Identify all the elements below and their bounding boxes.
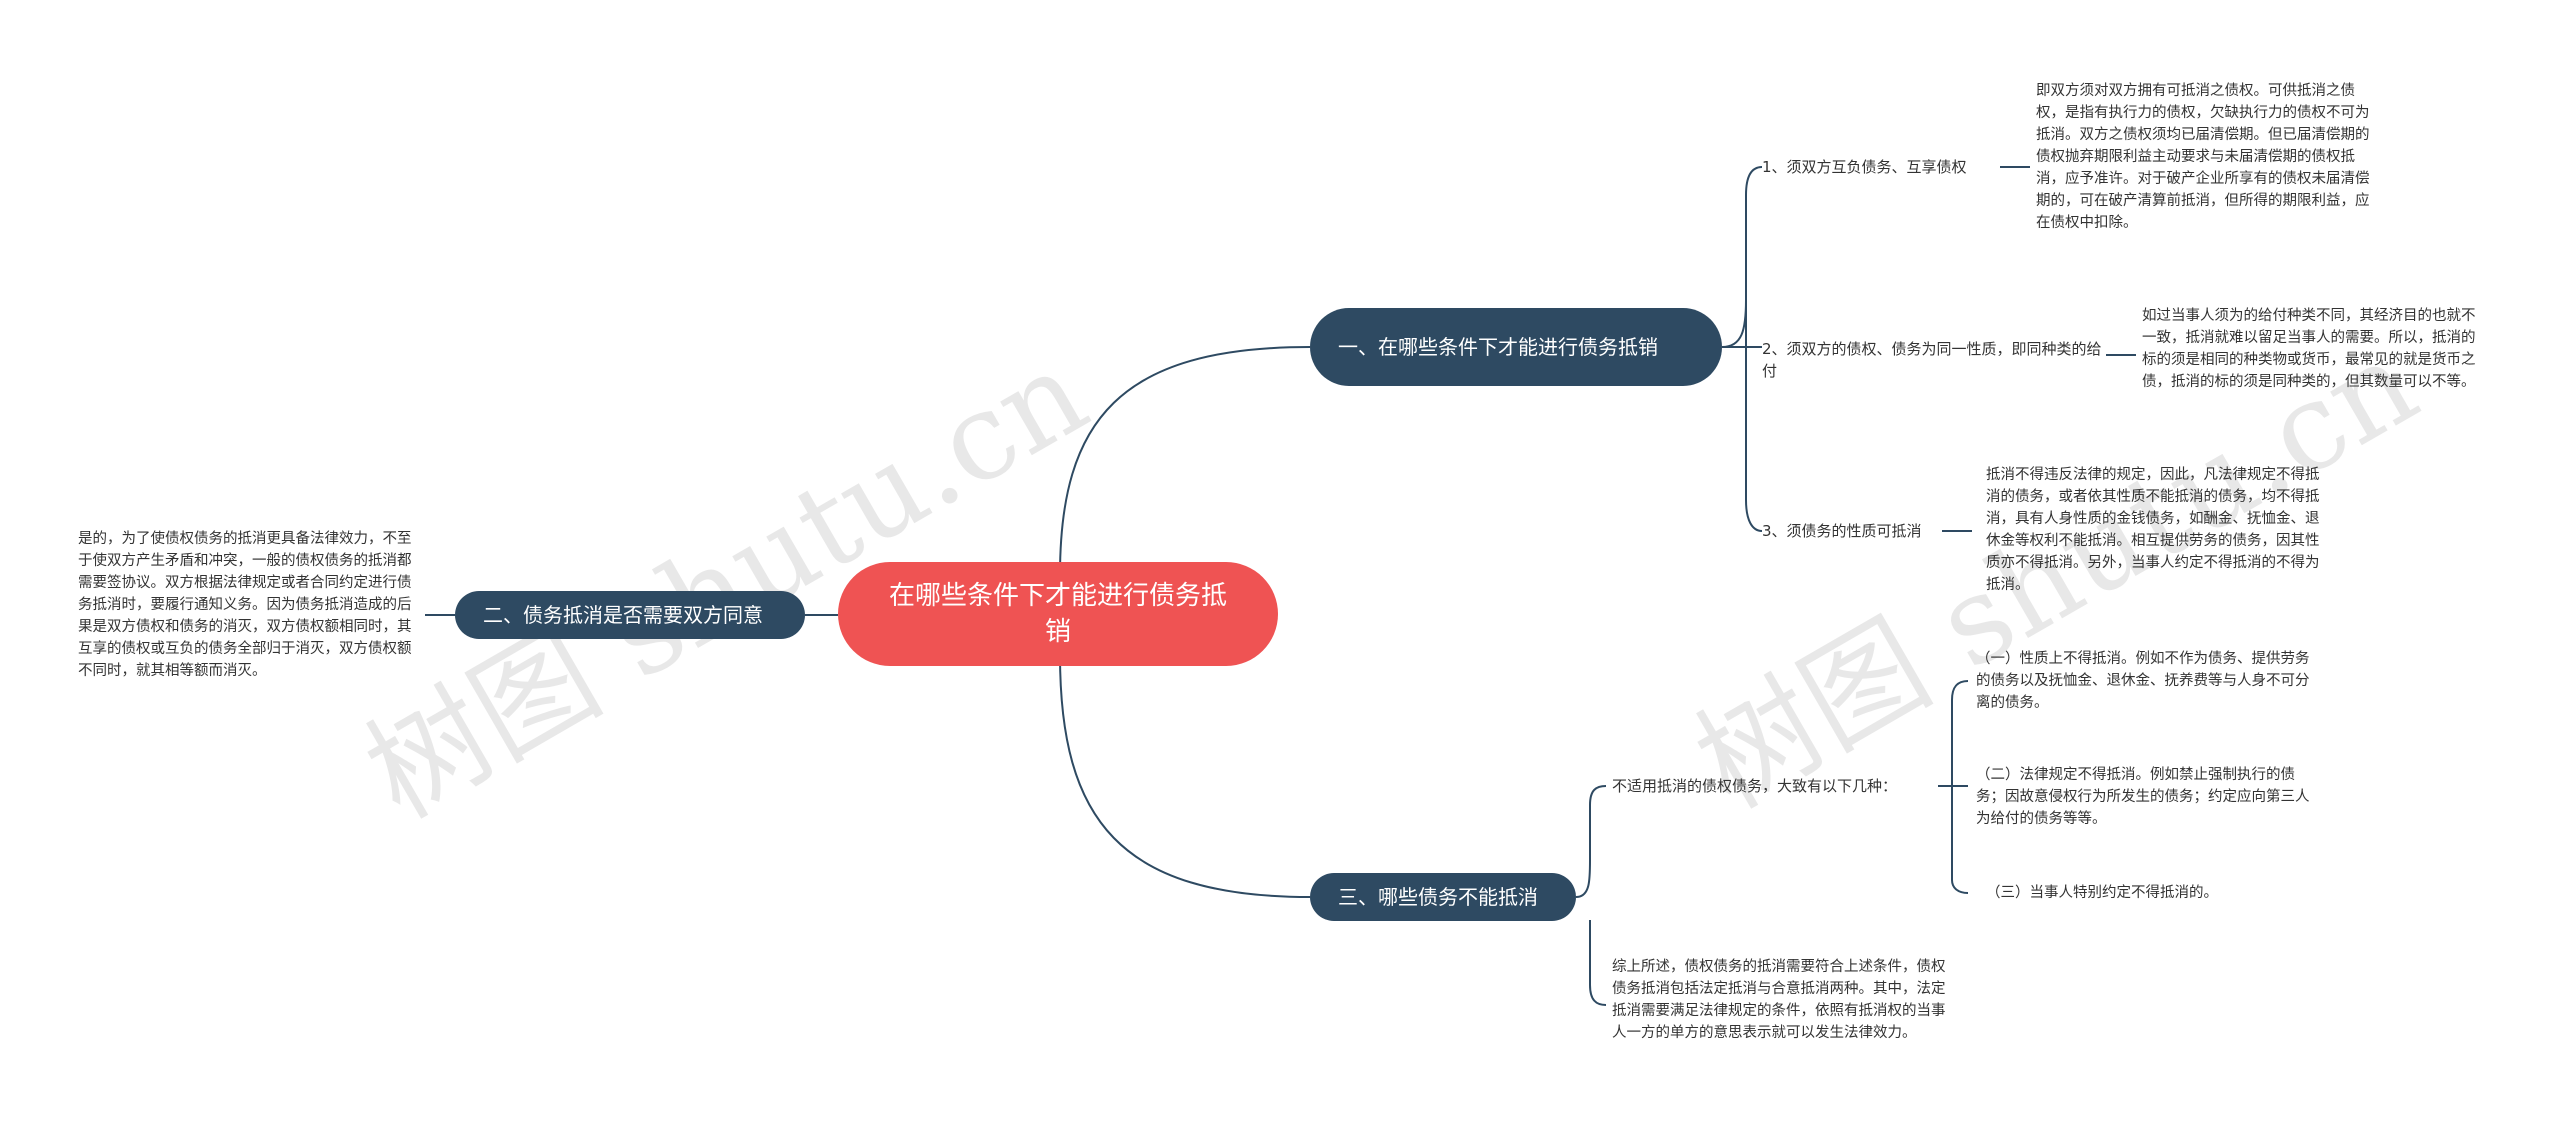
condition-item-3-detail: 抵消不得违反法律的规定，因此，凡法律规定不得抵消的债务，或者依其性质不能抵消的债… [1986, 467, 2320, 593]
summary-detail: 综上所述，债权债务的抵消需要符合上述条件，债权债务抵消包括法定抵消与合意抵消两种… [1612, 959, 1946, 1041]
topic-consent-label: 二、债务抵消是否需要双方同意 [483, 603, 763, 627]
topic-consent[interactable]: 二、债务抵消是否需要双方同意 [455, 591, 805, 639]
non-offsettable-intro[interactable]: 不适用抵消的债权债务，大致有以下几种： [1612, 777, 1898, 795]
topic-non-offsettable-label: 三、哪些债务不能抵消 [1338, 885, 1538, 909]
connector-root-topic3 [1059, 654, 1311, 898]
condition-item-1[interactable]: 1、须双方互负债务、互享债权 [1762, 158, 1967, 176]
non-offsettable-item-2: （二）法律规定不得抵消。例如禁止强制执行的债务；因故意侵权行为所发生的债务；约定… [1976, 767, 2310, 827]
topic-conditions-label: 一、在哪些条件下才能进行债务抵销 [1338, 335, 1658, 359]
root-node[interactable]: 在哪些条件下才能进行债务抵销 [838, 562, 1278, 666]
connector-root-topic1 [1059, 346, 1311, 576]
topic-non-offsettable[interactable]: 三、哪些债务不能抵消 [1310, 873, 1576, 921]
topic-conditions[interactable]: 一、在哪些条件下才能进行债务抵销 [1310, 308, 1722, 386]
non-offsettable-item-3: （三）当事人特别约定不得抵消的。 [1986, 885, 2218, 901]
condition-item-2-detail: 如过当事人须为的给付种类不同，其经济目的也就不一致，抵消就难以留足当事人的需要。… [2142, 308, 2476, 390]
connector-topic3-subs [1575, 785, 1607, 1006]
non-offsettable-item-1: （一）性质上不得抵消。例如不作为债务、提供劳务的债务以及抚恤金、退休金、抚养费等… [1976, 651, 2310, 711]
condition-item-2[interactable]: 2、须双方的债权、债务为同一性质，即同种类的给付 [1762, 340, 2102, 380]
consent-detail: 是的，为了使债权债务的抵消更具备法律效力，不至于使双方产生矛盾和冲突，一般的债权… [78, 531, 412, 679]
connector-topic1-items [1721, 166, 1763, 532]
connector-sub-items [1938, 680, 1969, 894]
condition-item-1-detail: 即双方须对双方拥有可抵消之债权。可供抵消之债权，是指有执行力的债权，欠缺执行力的… [2036, 83, 2370, 231]
condition-item-3[interactable]: 3、须债务的性质可抵消 [1762, 522, 1922, 540]
root-label: 在哪些条件下才能进行债务抵销 [888, 581, 1227, 647]
